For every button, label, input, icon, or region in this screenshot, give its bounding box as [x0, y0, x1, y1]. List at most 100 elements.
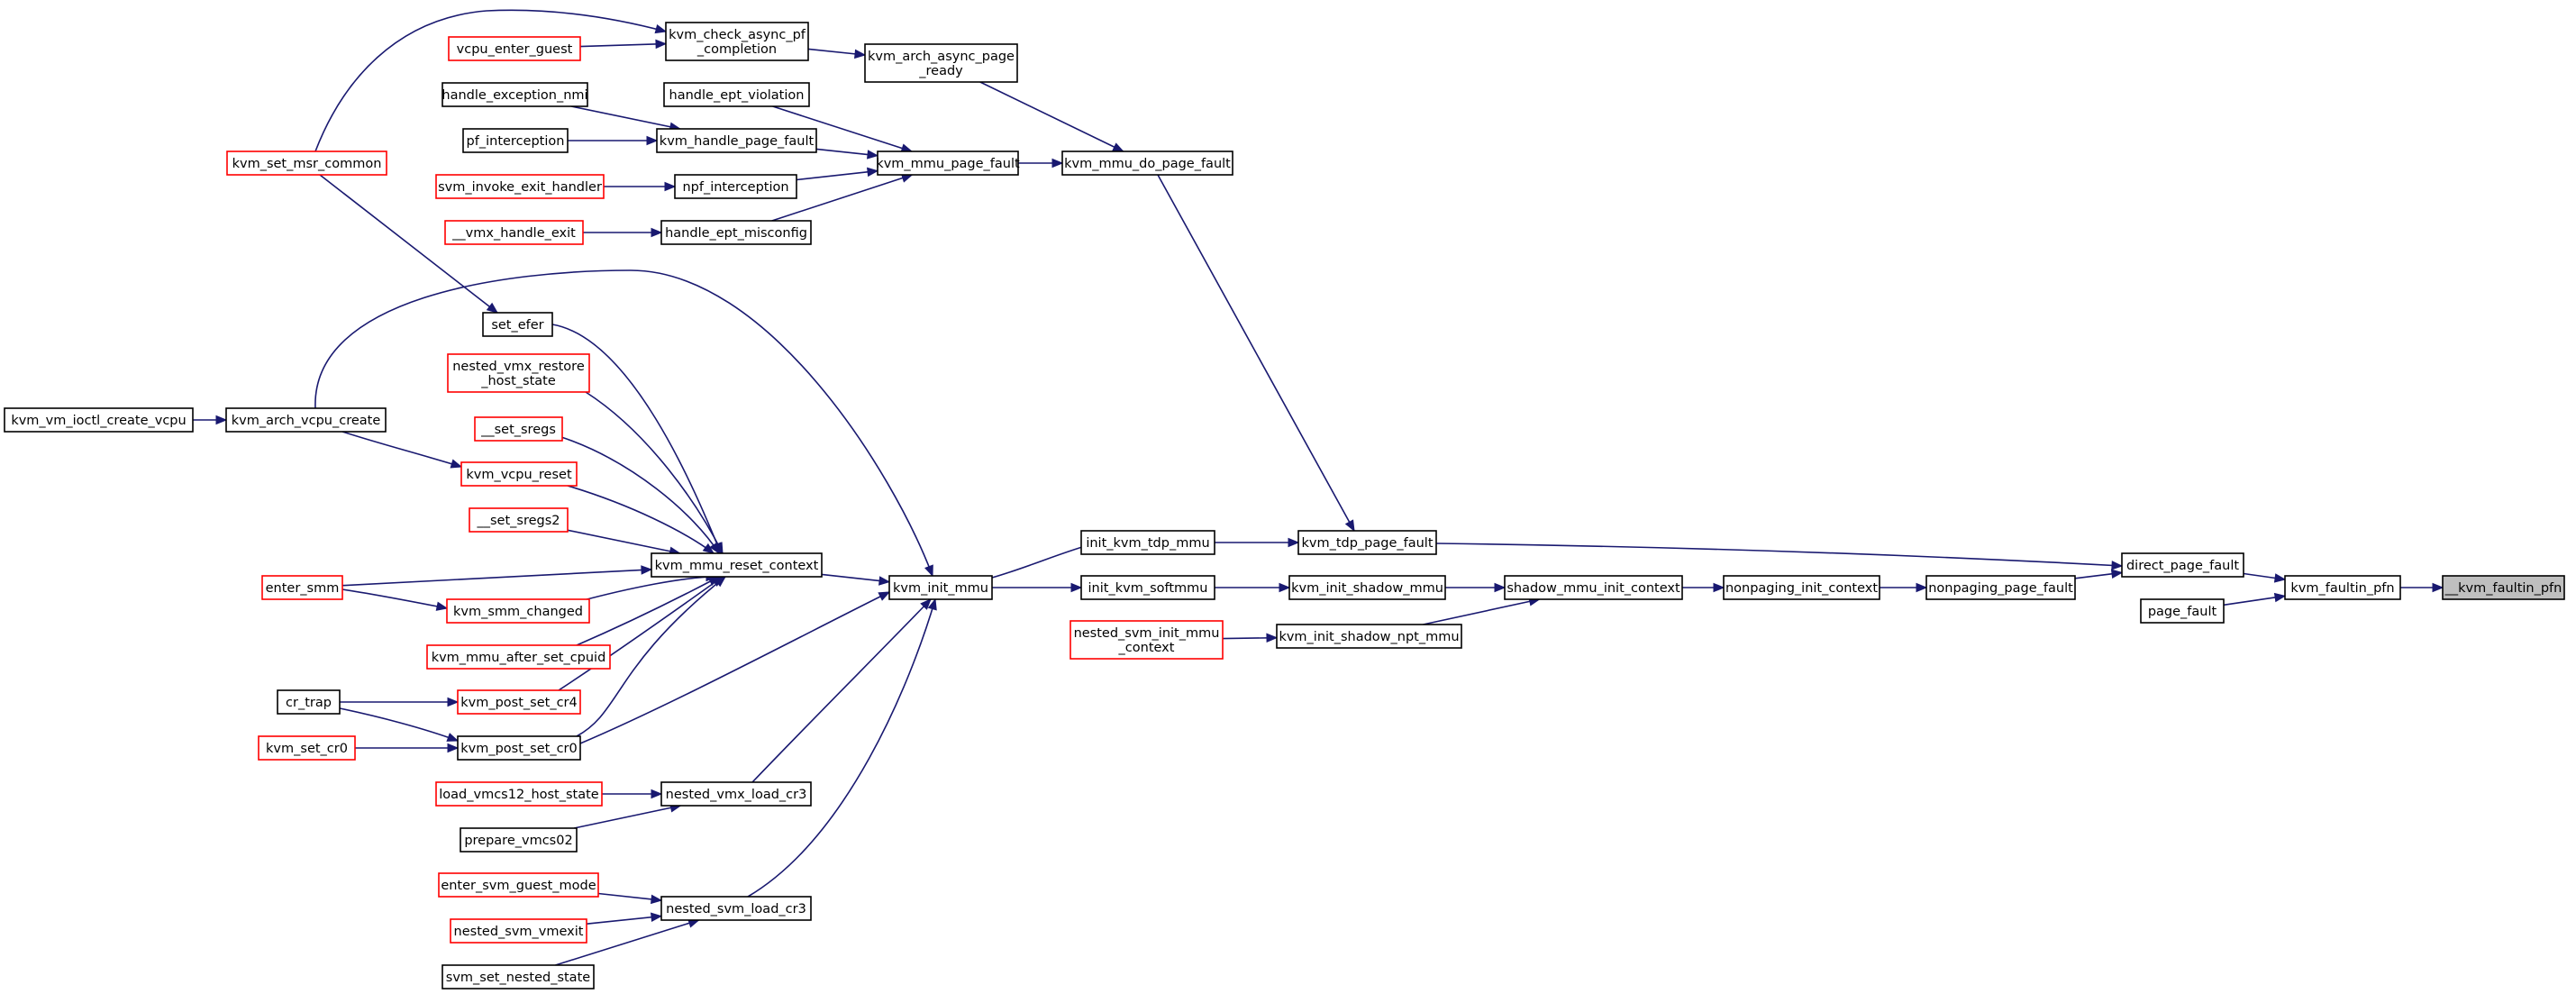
call-edge [319, 174, 498, 314]
arrowhead-icon [450, 459, 463, 469]
arrowhead-icon [1288, 537, 1300, 548]
node-label: svm_invoke_exit_handler [438, 180, 602, 195]
node-box [1504, 575, 1683, 600]
node-label: _context [1118, 641, 1175, 655]
call-edge [576, 576, 720, 646]
node-kvm-init-shadow-mmu[interactable]: kvm_init_shadow_mmu [1288, 575, 1446, 600]
node-kvm-handle-page-fault[interactable]: kvm_handle_page_fault [656, 128, 817, 153]
call-edge [558, 435, 720, 554]
node-pf-interception[interactable]: pf_interception [462, 128, 569, 153]
node-kvm-post-set-cr4[interactable]: kvm_post_set_cr4 [457, 689, 581, 715]
node-nested-svm-init-mmu-context[interactable]: nested_svm_init_mmu_context [1070, 620, 1224, 660]
node-kvm-post-set-cr0[interactable]: kvm_post_set_cr0 [457, 735, 581, 761]
node-nested-svm-load-cr3[interactable]: nested_svm_load_cr3 [660, 896, 812, 921]
node-svm-set-nested-state[interactable]: svm_set_nested_state [441, 964, 595, 989]
arrowhead-icon [2432, 582, 2444, 593]
node-load-vmcs12-host-state[interactable]: load_vmcs12_host_state [435, 781, 603, 807]
node-label: _host_state [480, 374, 556, 388]
call-edge [555, 919, 699, 966]
node-label: handle_ept_violation [669, 88, 805, 103]
node-kvm-mmu-after-set-cpuid[interactable]: kvm_mmu_after_set_cpuid [426, 644, 611, 670]
arrowhead-icon [2273, 573, 2287, 583]
node-kvm-arch-async-page-ready[interactable]: kvm_arch_async_page_ready [864, 43, 1018, 83]
node-init-kvm-tdp-mmu[interactable]: init_kvm_tdp_mmu [1080, 530, 1215, 555]
node-nonpaging-page-fault[interactable]: nonpaging_page_fault [1925, 575, 2076, 600]
node-kvm-mmu-reset-context[interactable]: kvm_mmu_reset_context [651, 552, 823, 578]
node-label: init_kvm_tdp_mmu [1086, 536, 1209, 551]
arrowhead-icon [1279, 582, 1291, 593]
node-box [1080, 530, 1215, 555]
node-kvm-mmu-do-page-fault[interactable]: kvm_mmu_do_page_fault [1061, 150, 1233, 176]
node-shadow-mmu-init-context[interactable]: shadow_mmu_init_context [1504, 575, 1683, 600]
node-nested-vmx-load-cr3[interactable]: nested_vmx_load_cr3 [660, 781, 812, 807]
arrowhead-icon [1494, 582, 1506, 593]
node-label: kvm_set_msr_common [232, 157, 382, 171]
node-label: cr_trap [286, 696, 332, 710]
node-kvm-smm-changed[interactable]: kvm_smm_changed [446, 598, 590, 624]
node-label: shadow_mmu_init_context [1506, 581, 1680, 596]
arrowhead-icon [1051, 158, 1064, 169]
node-box [261, 575, 343, 600]
node-kvm-vcpu-reset[interactable]: kvm_vcpu_reset [460, 461, 578, 487]
node-box [474, 416, 563, 442]
arrowhead-icon [878, 576, 891, 586]
node-kvm-init-shadow-npt-mmu[interactable]: kvm_init_shadow_npt_mmu [1276, 624, 1462, 649]
node-kvm-arch-vcpu-create[interactable]: kvm_arch_vcpu_create [225, 407, 387, 433]
node-label: _completion [696, 42, 777, 57]
node-label: kvm_mmu_page_fault [876, 157, 1020, 171]
arrowhead-icon [664, 181, 677, 192]
node-svm-invoke-exit-handler[interactable]: svm_invoke_exit_handler [435, 174, 605, 199]
node-page-fault[interactable]: page_fault [2140, 598, 2225, 624]
call-edge [771, 174, 913, 222]
node-set-efer[interactable]: set_efer [482, 312, 553, 337]
node-cr-trap[interactable]: cr_trap [277, 689, 341, 715]
node-box [1276, 624, 1462, 649]
node-label: __set_sregs2 [476, 514, 560, 528]
node-label: direct_page_fault [2126, 559, 2239, 573]
node-label: kvm_init_shadow_mmu [1291, 581, 1443, 596]
node-box [435, 174, 605, 199]
call-edge [751, 598, 932, 783]
node-init-kvm-softmmu[interactable]: init_kvm_softmmu [1080, 575, 1215, 600]
arrowhead-icon [920, 598, 932, 610]
node-kvm-vm-ioctl-create-vcpu[interactable]: kvm_vm_ioctl_create_vcpu [4, 407, 194, 433]
node-set-sregs[interactable]: __set_sregs [474, 416, 563, 442]
node-enter-svm-guest-mode[interactable]: enter_svm_guest_mode [438, 872, 599, 898]
node-box [441, 82, 588, 107]
node-vmx-handle-exit[interactable]: __vmx_handle_exit [444, 220, 584, 245]
node-kvm-set-msr-common[interactable]: kvm_set_msr_common [226, 150, 387, 176]
node-faultin-pfn[interactable]: __kvm_faultin_pfn [2442, 575, 2565, 600]
node-enter-smm[interactable]: enter_smm [261, 575, 343, 600]
node-box [656, 128, 817, 153]
node-kvm-mmu-page-fault[interactable]: kvm_mmu_page_fault [876, 150, 1020, 176]
node-nested-vmx-restore-host-state[interactable]: nested_vmx_restore_host_state [447, 353, 590, 393]
arrowhead-icon [2110, 569, 2124, 579]
node-label: __vmx_handle_exit [451, 226, 576, 241]
node-direct-page-fault[interactable]: direct_page_fault [2121, 552, 2244, 578]
node-handle-exception-nmi[interactable]: handle_exception_nmi [441, 82, 588, 107]
node-kvm-faultin-pfn[interactable]: kvm_faultin_pfn [2284, 575, 2401, 600]
node-label: __set_sregs [480, 423, 556, 437]
node-box [447, 353, 590, 393]
node-nonpaging-init-context[interactable]: nonpaging_init_context [1723, 575, 1880, 600]
node-kvm-set-cr0[interactable]: kvm_set_cr0 [258, 735, 356, 761]
node-nested-svm-vmexit[interactable]: nested_svm_vmexit [450, 918, 587, 944]
call-edge [796, 169, 878, 181]
call-edge [585, 391, 724, 554]
node-set-sregs2[interactable]: __set_sregs2 [469, 507, 569, 533]
node-kvm-check-async-pf-completion[interactable]: kvm_check_async_pf_completion [665, 22, 809, 61]
node-box [460, 461, 578, 487]
call-edge [772, 105, 913, 152]
arrowhead-icon [867, 150, 879, 160]
node-handle-ept-misconfig[interactable]: handle_ept_misconfig [660, 220, 812, 245]
node-kvm-init-mmu[interactable]: kvm_init_mmu [888, 575, 993, 600]
node-npf-interception[interactable]: npf_interception [674, 174, 797, 199]
node-box [482, 312, 553, 337]
node-kvm-tdp-page-fault[interactable]: kvm_tdp_page_fault [1297, 530, 1437, 555]
node-handle-ept-violation[interactable]: handle_ept_violation [663, 82, 810, 107]
node-vcpu-enter-guest[interactable]: vcpu_enter_guest [448, 36, 581, 61]
node-prepare-vmcs02[interactable]: prepare_vmcs02 [460, 827, 578, 853]
node-box [446, 598, 590, 624]
node-box [457, 689, 581, 715]
node-box [1723, 575, 1880, 600]
